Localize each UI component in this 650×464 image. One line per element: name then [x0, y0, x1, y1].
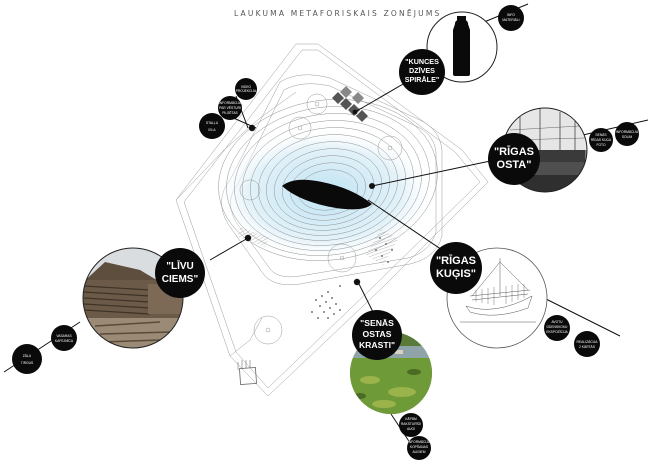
zone-senas-ostas-line3: KRASTI" [359, 340, 395, 350]
zone-rigas-osta-line1: "RĪGAS [494, 146, 534, 158]
zone-livu-ciems-circle: "LĪVU CIEMS" [155, 248, 205, 298]
junction-dots [244, 109, 375, 286]
label-video-line1: VIDEO [241, 85, 252, 89]
zone-rigas-osta-line2: OSTA" [497, 159, 532, 171]
label-realizacija-kartas: REALIZĀCIJA 2 KĀRTĀS [574, 331, 600, 357]
label-zalu-tirgus: ZĀĻU TIRGUS [12, 344, 42, 374]
label-kopsana-line1: INFORMĀCIJA [408, 440, 431, 444]
label-realizacija-line2: 2 KĀRTĀS [579, 345, 596, 349]
zone-kunces-circle: "KUNCES DZĪVES SPIRĀLE" [399, 49, 445, 95]
zone-senas-ostas-circle: "SENĀS OSTAS KRASTI" [352, 310, 402, 360]
label-augi-line3: AUGI [407, 427, 415, 431]
zone-senas-ostas-line1: "SENĀS [360, 318, 394, 328]
label-stallu-line2: IELA [208, 128, 216, 132]
label-vesture-line2: PAR VĒSTURI [219, 106, 241, 110]
boat-shape [282, 179, 372, 210]
label-tirgus-line2: TIRGUS [21, 361, 34, 365]
zone-livu-ciems-line1: "LĪVU [166, 260, 194, 272]
label-tirgus-line1: ZĀĻU [23, 354, 32, 358]
label-info-materiali-line1: INFO [507, 13, 515, 17]
label-info-materiali-line2: MATERIĀLI [502, 18, 519, 22]
zone-kunces-line3: SPIRĀLE" [405, 75, 440, 84]
label-informacija-vesture: INFORMĀCIJA PAR VĒSTURI PILSĒTAS [218, 96, 242, 120]
label-kopsana-line3: AUGIEM [412, 450, 425, 454]
label-kapam-augi: KĀPĀM RAKSTURĪGI AUGI [399, 413, 423, 437]
bottle-icon [453, 16, 470, 76]
contour-lines [218, 99, 438, 261]
tree-circles [239, 93, 403, 345]
zone-kunces-line1: "KUNCES [405, 57, 439, 66]
label-kafejnica-line1: VASARAS [56, 334, 72, 338]
label-stallu-iela: STAĻĻU IELA [199, 113, 225, 139]
zone-senas-ostas-line2: OSTAS [363, 329, 392, 339]
label-vasaras-kafejnica: VASARAS KAFEJNĪCA [51, 325, 77, 351]
label-kuga-line3: FOTO [596, 143, 606, 147]
label-solim-line1: INFORMĀCIJA [616, 130, 639, 134]
label-kuga-line1: SENĀS [595, 133, 607, 137]
zone-livu-ciems-line2: CIEMS" [162, 274, 199, 285]
label-ekspozicija-line3: EKSPOZĪCIJA [546, 330, 568, 334]
label-info-materiali: INFO MATERIĀLI [498, 5, 524, 31]
diagram-title: LAUKUMA METAFORISKAIS ZONĒJUMS [234, 9, 442, 18]
label-video-projekcija: VIDEO PROJEKCIJA [235, 78, 257, 100]
label-informacija-kopesana: INFORMĀCIJA KOPŠANAS AUGIEM [407, 436, 431, 460]
zone-kunces-line2: DZĪVES [409, 66, 435, 75]
zone-rigas-kugis-circle: "RĪGAS KUĢIS" [430, 242, 482, 294]
zone-rigas-kugis-line1: "RĪGAS [436, 255, 476, 267]
label-informacija-solim: INFORMĀCIJA SOLIM [615, 122, 639, 146]
label-ekspozicija-line2: ŪDENSKOKU [547, 325, 569, 329]
label-augi-line2: RAKSTURĪGI [401, 422, 421, 426]
label-stallu-line1: STAĻĻU [206, 121, 219, 125]
spiral-steps [332, 86, 368, 122]
label-senas-rigas-kuga: SENĀS RĪGAS KUĢA FOTO [589, 128, 613, 152]
site-plan [175, 43, 489, 397]
zone-rigas-osta-circle: "RĪGAS OSTA" [488, 133, 540, 185]
info-materials-circle [426, 11, 498, 83]
label-kopsana-line2: KOPŠANAS [410, 444, 429, 449]
label-vesture-line3: PILSĒTAS [222, 111, 238, 115]
zone-rigas-kugis-line2: KUĢIS" [436, 268, 476, 280]
stipple-area [311, 237, 393, 319]
label-kuga-line2: RĪGAS KUĢA [591, 138, 612, 142]
label-kafejnica-line2: KAFEJNĪCA [55, 339, 74, 343]
label-vesture-line1: INFORMĀCIJA [219, 101, 242, 105]
label-ekspozicija-line1: AVOTU [551, 320, 563, 324]
label-realizacija-line1: REALIZĀCIJA [577, 340, 599, 344]
label-solim-line2: SOLIM [622, 135, 633, 139]
label-video-line2: PROJEKCIJA [236, 89, 257, 93]
label-avotu-ekspozicija: AVOTU ŪDENSKOKU EKSPOZĪCIJA [544, 315, 570, 341]
label-augi-line1: KĀPĀM [405, 417, 417, 421]
